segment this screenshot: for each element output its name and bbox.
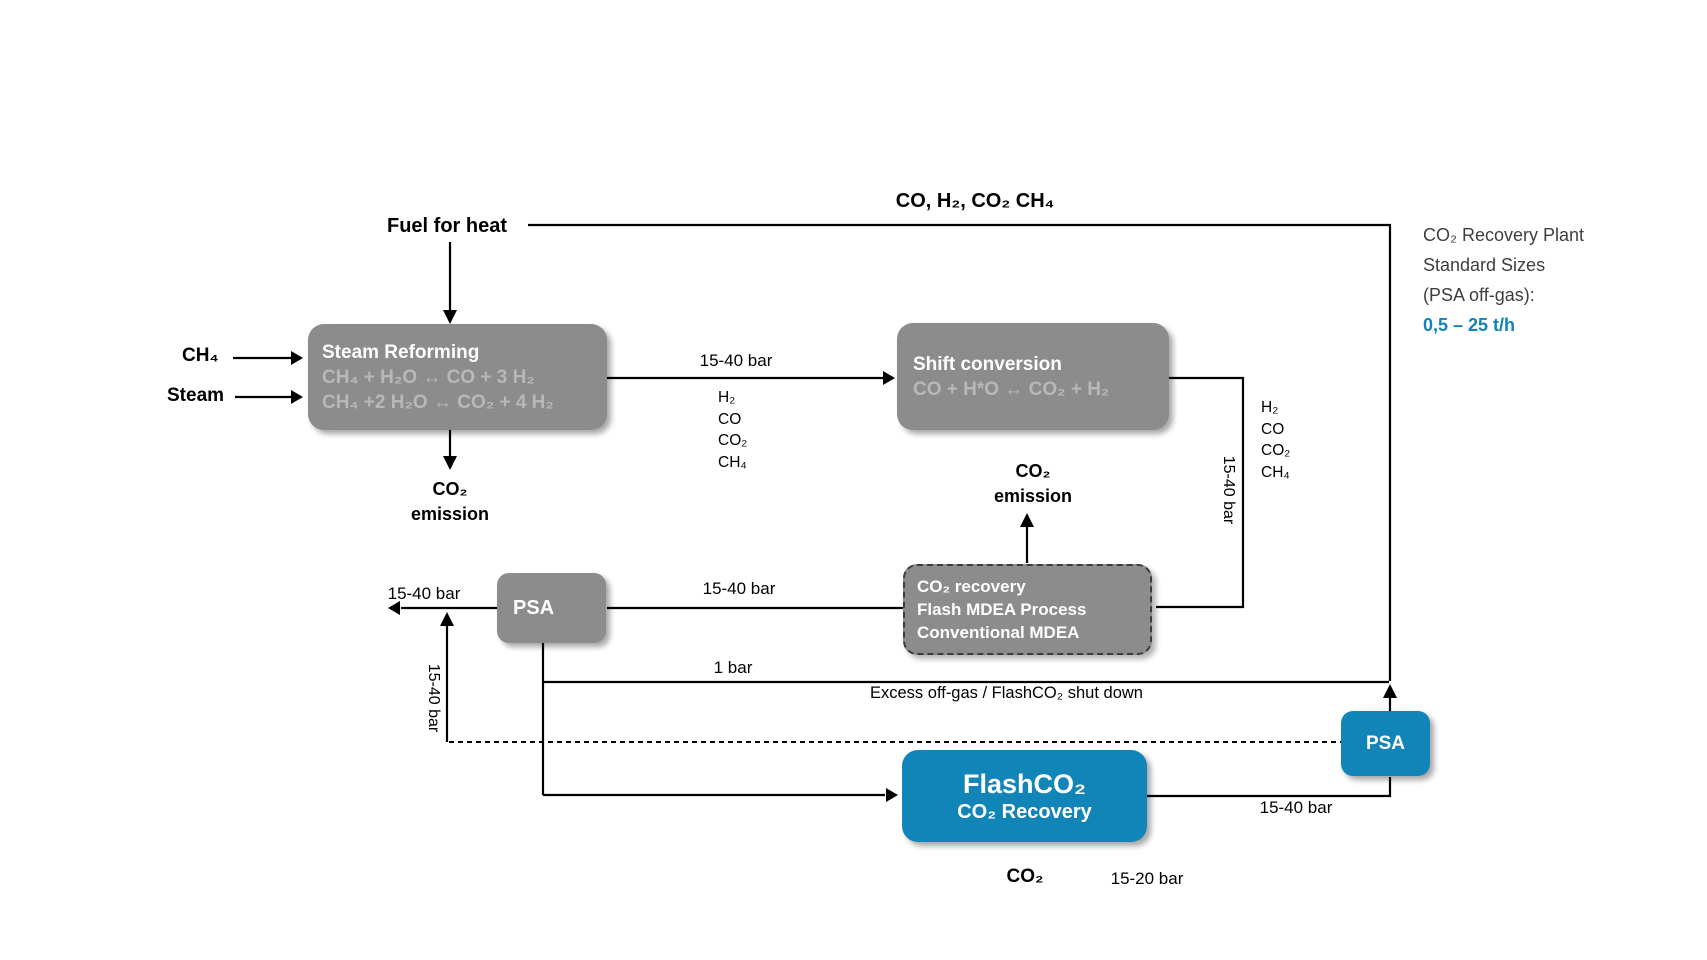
gas-list-left: H₂ CO CO₂ CH₄	[718, 387, 747, 473]
flashco2-box: FlashCO₂ CO₂ Recovery	[902, 750, 1147, 842]
mdea-line1: CO₂ recovery	[917, 577, 1026, 596]
gas-left-co2: CO₂	[718, 432, 748, 449]
co2-emission-left-line2: emission	[410, 504, 490, 524]
panel-line1: CO₂ Recovery Plant	[1423, 225, 1585, 245]
flashco2-subtitle: CO₂ Recovery	[957, 800, 1092, 823]
gas-right-h2: H₂	[1261, 399, 1279, 416]
arrow-steam	[291, 390, 303, 404]
arrow-ch4	[291, 351, 303, 365]
arrow-return-up	[440, 612, 454, 626]
steam-reforming-eq2: CH₄ +2 H₂O ↔ CO₂ + 4 H₂	[322, 391, 554, 413]
pressure-mdea-psa: 15-40 bar	[702, 579, 776, 598]
arrow-co2-emission-left	[443, 456, 457, 470]
top-offgas-label: CO, H₂, CO₂ CH₄	[895, 190, 1055, 212]
pressure-main-line: 15-40 bar	[699, 351, 773, 370]
psa-label: PSA	[513, 596, 555, 619]
shift-conversion-box: Shift conversion CO + H*O ↔ CO₂ + H₂	[897, 323, 1169, 430]
arrow-fuel-down	[443, 310, 457, 324]
co2-product-label: CO₂	[1006, 866, 1044, 887]
psa-box: PSA	[497, 573, 606, 643]
pressure-psa-out: 15-40 bar	[387, 584, 461, 603]
steam-reforming-title: Steam Reforming	[322, 341, 480, 363]
panel-line2: Standard Sizes	[1423, 255, 1546, 275]
co2-recovery-mdea-box: CO₂ recovery Flash MDEA Process Conventi…	[903, 564, 1152, 655]
panel-line3: (PSA off-gas):	[1423, 285, 1535, 305]
fuel-for-heat-label: Fuel for heat	[387, 215, 508, 237]
co2-emission-mid-line2: emission	[993, 486, 1073, 506]
excess-offgas-label: Excess off-gas / FlashCO₂ shut down	[870, 684, 1143, 702]
gas-list-right: H₂ CO CO₂ CH₄	[1261, 397, 1290, 483]
pressure-co2-product: 15-20 bar	[1110, 869, 1184, 888]
steam-reforming-eq1: CH₄ + H₂O ↔ CO + 3 H₂	[322, 366, 535, 388]
co2-emission-left: CO₂ emission	[411, 477, 489, 527]
line-flash-to-psa2	[1147, 777, 1392, 798]
gas-right-co: CO	[1261, 420, 1285, 438]
shift-conversion-title: Shift conversion	[913, 353, 1062, 375]
standard-sizes-panel: CO₂ Recovery Plant Standard Sizes (PSA o…	[1423, 220, 1584, 340]
arrow-co2-emission-mid	[1020, 513, 1034, 527]
gas-right-ch4: CH₄	[1261, 463, 1290, 481]
gas-left-co: CO	[718, 410, 742, 428]
arrow-psa2-up	[1383, 684, 1397, 698]
co2-emission-mid-line1: CO₂	[1015, 461, 1051, 481]
pressure-shift-down-rotated: 15-40 bar	[1220, 455, 1237, 525]
gas-left-h2: H₂	[718, 389, 736, 406]
steam-feed-label: Steam	[167, 385, 225, 406]
co2-emission-left-line1: CO₂	[432, 479, 468, 499]
gas-right-co2: CO₂	[1261, 442, 1291, 459]
psa-offgas-box: PSA	[1341, 711, 1430, 776]
co2-emission-mid: CO₂ emission	[994, 459, 1072, 509]
ch4-feed-label: CH₄	[182, 345, 219, 366]
gas-left-ch4: CH₄	[718, 453, 747, 471]
mdea-line3: Conventional MDEA	[917, 623, 1080, 642]
psa-offgas-label: PSA	[1365, 732, 1406, 754]
arrow-psa-product	[388, 601, 400, 615]
pressure-flash-out: 15-40 bar	[1259, 798, 1333, 817]
panel-capacity-highlight: 0,5 – 25 t/h	[1423, 315, 1516, 335]
pressure-one-bar: 1 bar	[713, 658, 753, 677]
flashco2-title: FlashCO₂	[962, 768, 1087, 799]
line-offgas-recycle-top	[528, 223, 1392, 681]
shift-conversion-eq: CO + H*O ↔ CO₂ + H₂	[913, 378, 1110, 400]
arrow-into-flash	[886, 788, 898, 802]
pressure-return-rotated: 15-40 bar	[425, 663, 442, 733]
mdea-line2: Flash MDEA Process	[917, 600, 1087, 619]
arrow-into-shift	[883, 371, 895, 385]
line-shift-to-mdea	[1153, 376, 1245, 609]
steam-reforming-box: Steam Reforming CH₄ + H₂O ↔ CO + 3 H₂ CH…	[308, 324, 607, 430]
